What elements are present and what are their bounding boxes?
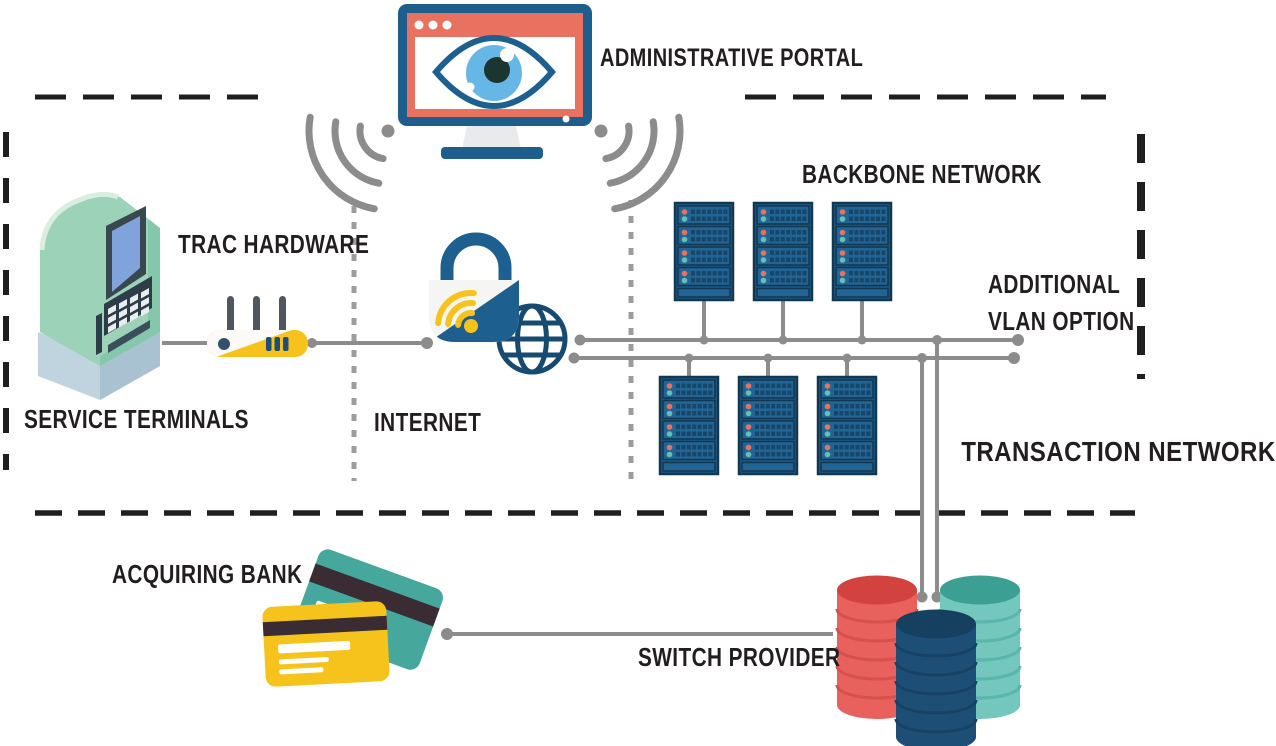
label-trac-hardware: TRAC HARDWARE (178, 229, 370, 259)
label-backbone-network: BACKBONE NETWORK (802, 159, 1042, 189)
server-rack-icon (754, 203, 812, 300)
server-rack-icon (739, 377, 797, 474)
server-rack-icon (660, 377, 718, 474)
label-service-terminals: SERVICE TERMINALS (24, 404, 249, 434)
server-rack-icon (818, 377, 876, 474)
atm-machine-icon (38, 191, 160, 400)
eye-icon (432, 35, 556, 109)
monitor-base (441, 147, 543, 159)
padlock-wifi-icon (429, 232, 519, 342)
dashed-border-lines (3, 94, 1145, 516)
atm-keypad (104, 276, 152, 336)
label-additional-vlan-option: ADDITIONAL VLAN OPTION (988, 266, 1135, 340)
divider-dotted-lines (351, 200, 634, 481)
label-additional-vlan-line2: VLAN OPTION (988, 306, 1135, 336)
label-internet: INTERNET (374, 407, 482, 437)
label-switch-provider: SWITCH PROVIDER (638, 642, 841, 672)
label-acquiring-bank: ACQUIRING BANK (112, 559, 303, 589)
padlock-shackle (440, 232, 512, 284)
wifi-icon (435, 290, 478, 333)
wifi-signal-left-icon (305, 113, 395, 213)
server-rack-icon (833, 203, 891, 300)
label-transaction-network: TRANSACTION NETWORK (961, 436, 1276, 467)
atm-card-slot (96, 313, 102, 355)
admin-portal-monitor-icon (398, 4, 592, 159)
database-navy (894, 609, 978, 746)
label-additional-vlan-line1: ADDITIONAL (988, 269, 1121, 299)
monitor-stand (462, 126, 521, 149)
atm-screen (112, 216, 140, 292)
label-administrative-portal: ADMINISTRATIVE PORTAL (600, 44, 864, 72)
wifi-signal-right-icon (594, 113, 684, 213)
server-rack-icon (675, 203, 733, 300)
router-icon (207, 296, 308, 357)
atm-receipt-slot (108, 320, 150, 353)
yellow-card (262, 601, 390, 687)
connector-lines (162, 299, 1024, 640)
credit-cards-icon (262, 549, 443, 687)
database-cylinders-icon (835, 575, 1022, 746)
